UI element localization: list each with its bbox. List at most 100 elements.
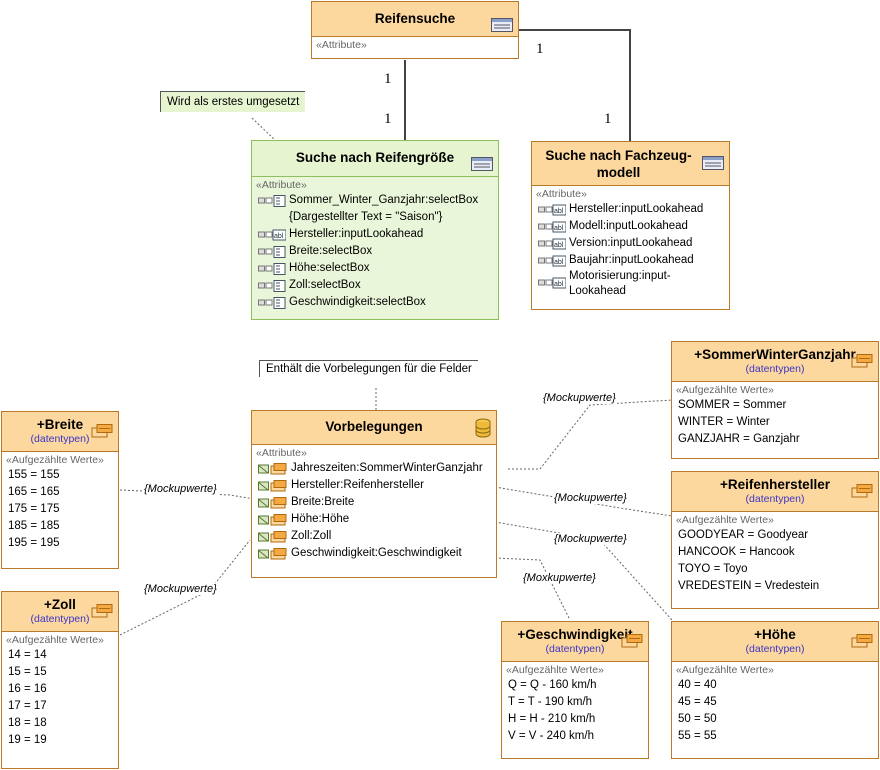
enum-value: 175 = 175 bbox=[2, 501, 118, 518]
enumeration-icon bbox=[851, 354, 873, 371]
svg-text:abl: abl bbox=[554, 259, 564, 266]
enum-value-text: 15 = 15 bbox=[8, 666, 47, 678]
attribute-text: Sommer_Winter_Ganzjahr:selectBox bbox=[289, 194, 479, 206]
enum-value: WINTER = Winter bbox=[672, 414, 878, 431]
enumeration-icon bbox=[621, 634, 643, 651]
attributes-section: «Attribute» bbox=[256, 179, 307, 191]
attributes-section: «Attribute» bbox=[316, 39, 367, 51]
attribute-text: Version:inputLookahead bbox=[569, 237, 693, 249]
enum-zoll[interactable]: +Zoll (datentypen) «Aufgezählte Werte» 1… bbox=[1, 591, 119, 769]
svg-text:abl: abl bbox=[554, 281, 564, 288]
selectbox-icon bbox=[258, 195, 286, 207]
enum-values-section: «Aufgezählte Werte» bbox=[676, 664, 774, 676]
enum-value: 50 = 50 bbox=[672, 711, 878, 728]
class-suche-reifengroesse[interactable]: Suche nach Reifengröße «Attribute» Somme… bbox=[251, 140, 499, 320]
class-suche-fahrzeugmodell[interactable]: Suche nach Fachzeug- modell «Attribute» … bbox=[531, 141, 730, 310]
enum-value: T = T - 190 km/h bbox=[502, 694, 648, 711]
note-text: Enthält die Vorbelegungen für die Felder bbox=[266, 363, 472, 375]
enum-value: GOODYEAR = Goodyear bbox=[672, 527, 878, 544]
enum-breite[interactable]: +Breite (datentypen) «Aufgezählte Werte»… bbox=[1, 411, 119, 569]
attribute-text: Höhe:Höhe bbox=[291, 513, 350, 525]
attribute-text: Zoll:selectBox bbox=[289, 279, 361, 291]
class-title-line2: modell bbox=[596, 165, 641, 180]
enum-sommer-winter-ganzjahr[interactable]: +SommerWinterGanzjahr (datentypen) «Aufg… bbox=[671, 341, 879, 459]
enum-value-text: 18 = 18 bbox=[8, 717, 47, 729]
enum-value: H = H - 210 km/h bbox=[502, 711, 648, 728]
attribute-row[interactable]: Breite:selectBox bbox=[252, 243, 498, 260]
enum-value-text: T = T - 190 km/h bbox=[508, 696, 593, 708]
enum-hoehe[interactable]: +Höhe (datentypen) «Aufgezählte Werte» 4… bbox=[671, 621, 879, 759]
attribute-row[interactable]: abl Version:inputLookahead bbox=[532, 235, 729, 252]
attribute-text: Modell:inputLookahead bbox=[569, 220, 688, 232]
attribute-row[interactable]: Jahreszeiten:SommerWinterGanzjahr bbox=[252, 460, 496, 477]
attribute-row[interactable]: abl Hersteller:inputLookahead bbox=[252, 226, 498, 243]
attribute-row[interactable]: Höhe:selectBox bbox=[252, 260, 498, 277]
selectbox-icon bbox=[258, 297, 286, 309]
attribute-row[interactable]: abl Modell:inputLookahead bbox=[532, 218, 729, 235]
enum-reifenhersteller[interactable]: +Reifenhersteller (datentypen) «Aufgezäh… bbox=[671, 471, 879, 609]
attribute-row[interactable]: Geschwindigkeit:Geschwindigkeit bbox=[252, 545, 496, 562]
constraint-text: {Dargestellter Text = "Saison"} bbox=[289, 211, 443, 223]
attribute-row[interactable]: Zoll:selectBox bbox=[252, 277, 498, 294]
enum-stereotype: (datentypen) bbox=[30, 613, 90, 625]
enum-attribute-icon bbox=[258, 497, 288, 509]
enum-values-section: «Aufgezählte Werte» bbox=[6, 634, 104, 646]
multiplicity-right-top: 1 bbox=[536, 41, 544, 57]
multiplicity-right-bottom: 1 bbox=[604, 111, 612, 127]
link-label-sommer: {Mockupwerte} bbox=[542, 392, 617, 404]
input-icon: abl bbox=[258, 229, 286, 241]
enum-value-text: 50 = 50 bbox=[678, 713, 717, 725]
class-reifensuche[interactable]: Reifensuche «Attribute» bbox=[311, 1, 519, 59]
enum-value: 185 = 185 bbox=[2, 518, 118, 535]
enum-value-text: 14 = 14 bbox=[8, 649, 47, 661]
link-label-zoll: {Mockupwerte} bbox=[143, 583, 218, 595]
multiplicity-left-top: 1 bbox=[384, 71, 392, 87]
attribute-row[interactable]: Sommer_Winter_Ganzjahr:selectBox bbox=[252, 192, 498, 209]
enum-value: 17 = 17 bbox=[2, 698, 118, 715]
attribute-row[interactable]: abl Hersteller:inputLookahead bbox=[532, 201, 729, 218]
attribute-row[interactable]: Hersteller:Reifenhersteller bbox=[252, 477, 496, 494]
enum-value-text: 40 = 40 bbox=[678, 679, 717, 691]
enum-value-text: HANCOOK = Hancook bbox=[678, 546, 795, 558]
enum-value: GANZJAHR = Ganzjahr bbox=[672, 431, 878, 448]
form-icon bbox=[471, 150, 493, 184]
enum-stereotype: (datentypen) bbox=[745, 643, 805, 655]
enum-value-text: Q = Q - 160 km/h bbox=[508, 679, 597, 691]
attribute-row[interactable]: Zoll:Zoll bbox=[252, 528, 496, 545]
enum-value-text: WINTER = Winter bbox=[678, 416, 770, 428]
enum-value-text: 17 = 17 bbox=[8, 700, 47, 712]
input-icon: abl bbox=[538, 221, 566, 233]
class-title: Vorbelegungen bbox=[325, 419, 423, 434]
enum-geschwindigkeit[interactable]: +Geschwindigkeit (datentypen) «Aufgezähl… bbox=[501, 621, 649, 759]
enum-value-text: 195 = 195 bbox=[8, 537, 60, 549]
class-title: Suche nach Reifengröße bbox=[295, 150, 455, 165]
class-vorbelegungen[interactable]: Vorbelegungen «Attribute» Jahreszeiten:S… bbox=[251, 410, 497, 578]
attribute-row[interactable]: Breite:Breite bbox=[252, 494, 496, 511]
attribute-text: Geschwindigkeit:Geschwindigkeit bbox=[291, 547, 462, 559]
enum-value: 15 = 15 bbox=[2, 664, 118, 681]
attribute-text: Breite:selectBox bbox=[289, 245, 373, 257]
enum-value-text: 19 = 19 bbox=[8, 734, 47, 746]
attribute-row[interactable]: abl Motorisierung:input-Lookahead bbox=[532, 269, 729, 299]
input-icon: abl bbox=[538, 238, 566, 250]
enum-value: VREDESTEIN = Vredestein bbox=[672, 578, 878, 595]
enum-value: 45 = 45 bbox=[672, 694, 878, 711]
link-label-breite: {Mockupwerte} bbox=[143, 483, 218, 495]
attribute-text: Hersteller:inputLookahead bbox=[289, 228, 424, 240]
attribute-row[interactable]: abl Baujahr:inputLookahead bbox=[532, 252, 729, 269]
form-icon bbox=[702, 156, 724, 174]
enum-value-text: 175 = 175 bbox=[8, 503, 60, 515]
attribute-row[interactable]: Höhe:Höhe bbox=[252, 511, 496, 528]
enum-title: +Reifenhersteller bbox=[720, 477, 830, 492]
svg-text:abl: abl bbox=[554, 225, 564, 232]
enum-value: 40 = 40 bbox=[672, 677, 878, 694]
note-text: Wird als erstes umgesetzt bbox=[167, 96, 300, 108]
enum-value: TOYO = Toyo bbox=[672, 561, 878, 578]
enum-value: 195 = 195 bbox=[2, 535, 118, 552]
attribute-row[interactable]: Geschwindigkeit:selectBox bbox=[252, 294, 498, 311]
attributes-section: «Attribute» bbox=[256, 447, 307, 459]
enum-stereotype: (datentypen) bbox=[745, 363, 805, 375]
note-defaults: Enthält die Vorbelegungen für die Felder bbox=[259, 360, 478, 377]
attribute-text: Hersteller:Reifenhersteller bbox=[291, 479, 424, 491]
enum-value-text: GOODYEAR = Goodyear bbox=[678, 529, 809, 541]
